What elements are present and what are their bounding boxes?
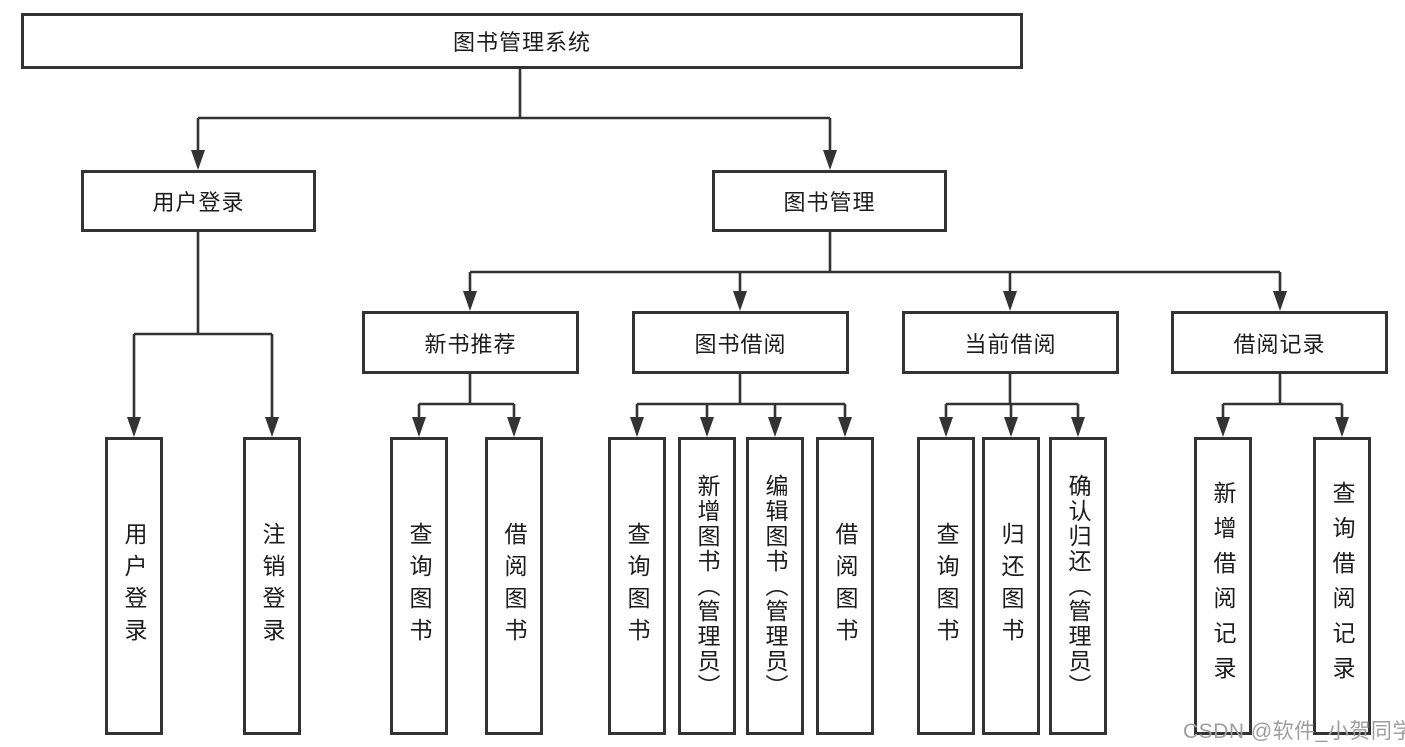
leaf-br-add-record: 新增借阅记录 bbox=[1194, 437, 1252, 735]
leaf-nbr-borrow-books: 借阅图书 bbox=[485, 437, 543, 735]
node-book-borrow: 图书借阅 bbox=[632, 311, 849, 374]
watermark: CSDN @软件_小贺同学 bbox=[1183, 720, 1405, 743]
leaf-logout: 注销登录 bbox=[243, 437, 301, 735]
node-borrow-records: 借阅记录 bbox=[1171, 311, 1388, 374]
leaf-nbr-query-books: 查询图书 bbox=[390, 437, 448, 735]
node-user-login: 用户登录 bbox=[81, 170, 316, 232]
node-root: 图书管理系统 bbox=[21, 13, 1023, 69]
leaf-bb-edit-books: 编辑图书（管理员） bbox=[746, 437, 804, 735]
node-new-book-recommend: 新书推荐 bbox=[362, 311, 579, 374]
leaf-user-login: 用户登录 bbox=[105, 437, 163, 735]
leaf-br-query-record: 查询借阅记录 bbox=[1313, 437, 1371, 735]
leaf-cb-query-books: 查询图书 bbox=[917, 437, 975, 735]
node-book-management: 图书管理 bbox=[712, 170, 947, 232]
leaf-bb-borrow-books: 借阅图书 bbox=[816, 437, 874, 735]
leaf-cb-confirm-return: 确认归还（管理员） bbox=[1049, 437, 1107, 735]
arrowhead-icon bbox=[127, 150, 1349, 437]
node-current-borrow: 当前借阅 bbox=[902, 311, 1119, 374]
leaf-bb-query-books: 查询图书 bbox=[608, 437, 666, 735]
leaf-bb-add-books: 新增图书（管理员） bbox=[678, 437, 736, 735]
leaf-cb-return-books: 归还图书 bbox=[982, 437, 1040, 735]
